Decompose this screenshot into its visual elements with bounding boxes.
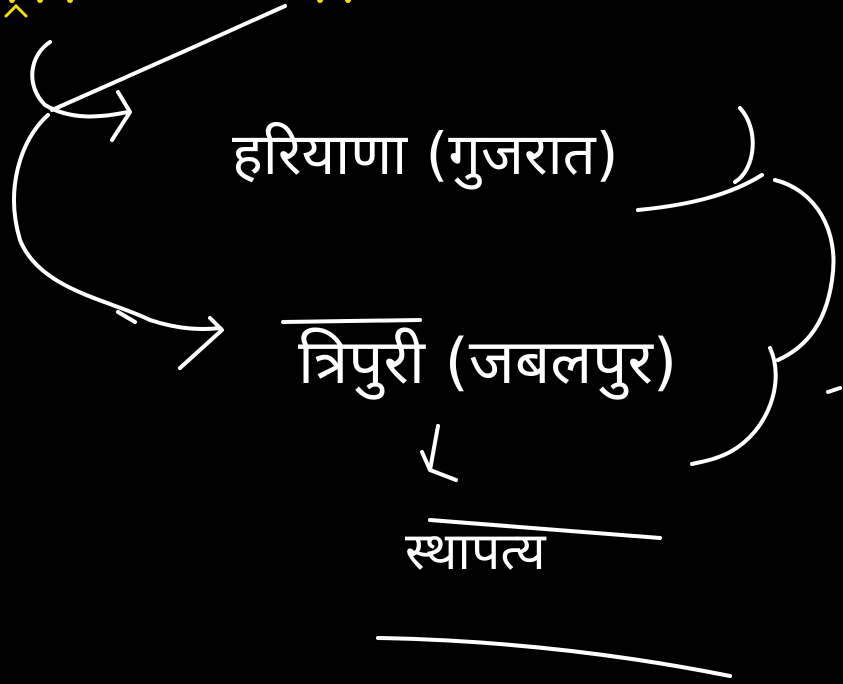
- right-bracket-2: [690, 346, 778, 466]
- note-line-3: स्थापत्य: [405, 522, 546, 582]
- curve-arrow-2: [12, 113, 222, 332]
- chevron-up-icon[interactable]: [0, 0, 30, 20]
- down-arrow: [420, 424, 458, 482]
- connector-right: [773, 178, 836, 362]
- bottom-underline: [376, 636, 732, 678]
- curve-arrow-2-head: [178, 316, 224, 370]
- small-stroke: [116, 310, 137, 324]
- loop-arrow-1: [30, 40, 130, 119]
- note-line-1: हरियाणा (गुजरात): [232, 120, 619, 188]
- note-line-2: त्रिपुरी (जबलपुर): [298, 325, 678, 398]
- top-diagonal-stroke: [50, 4, 287, 112]
- toolbar-dots: [9, 0, 351, 3]
- underline-1: [636, 173, 764, 212]
- edge-mark: [826, 386, 842, 394]
- right-bracket-1: [733, 106, 755, 184]
- line3-headbar: [428, 518, 662, 540]
- loop-arrow-1-head: [110, 90, 132, 142]
- line2-headbar: [281, 318, 422, 324]
